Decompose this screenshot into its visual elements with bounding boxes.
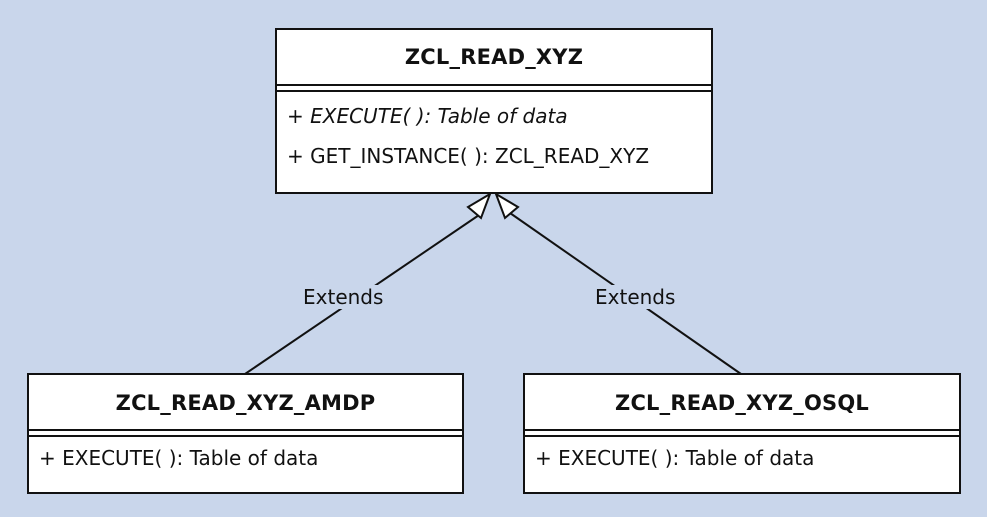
class-name-zcl-read-xyz-amdp: ZCL_READ_XYZ_AMDP — [29, 375, 462, 431]
class-name-zcl-read-xyz-osql: ZCL_READ_XYZ_OSQL — [525, 375, 959, 431]
class-operations: + EXECUTE( ): Table of data — [29, 437, 462, 483]
class-attributes-divider — [277, 86, 711, 92]
operation-execute: + EXECUTE( ): Table of data — [39, 446, 319, 470]
class-attributes-divider — [525, 431, 959, 437]
class-box-zcl-read-xyz-osql[interactable]: ZCL_READ_XYZ_OSQL + EXECUTE( ): Table of… — [523, 373, 961, 494]
extends-label-amdp: Extends — [299, 285, 388, 309]
operation-execute: + EXECUTE( ): Table of data — [535, 446, 815, 470]
class-operations: + EXECUTE( ): Table of data — [525, 437, 959, 483]
operation-execute-abstract: + EXECUTE( ): Table of data — [287, 104, 568, 128]
generalization-arrowhead-amdp — [466, 191, 492, 220]
class-box-zcl-read-xyz-amdp[interactable]: ZCL_READ_XYZ_AMDP + EXECUTE( ): Table of… — [27, 373, 464, 494]
class-attributes-divider — [29, 431, 462, 437]
generalization-arrowhead-osql — [494, 191, 520, 220]
extends-label-osql: Extends — [591, 285, 680, 309]
class-operations: + EXECUTE( ): Table of data + GET_INSTAN… — [277, 92, 711, 180]
class-name-zcl-read-xyz: ZCL_READ_XYZ — [277, 30, 711, 86]
operation-get-instance: + GET_INSTANCE( ): ZCL_READ_XYZ — [287, 144, 650, 168]
class-box-zcl-read-xyz[interactable]: ZCL_READ_XYZ + EXECUTE( ): Table of data… — [275, 28, 713, 194]
